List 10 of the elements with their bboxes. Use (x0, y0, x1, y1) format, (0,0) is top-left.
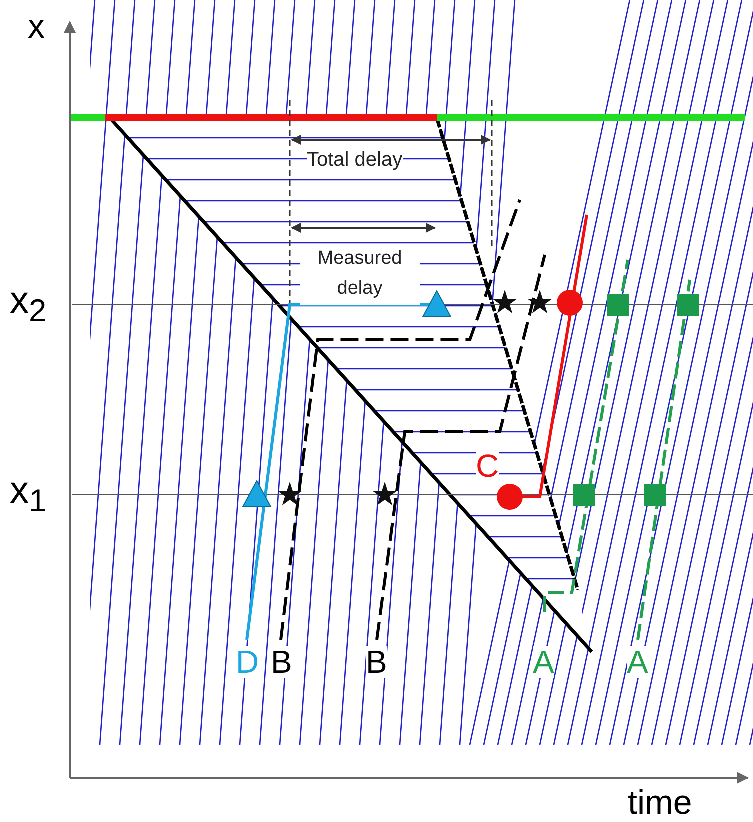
axis-label: x$_{1}$ (10, 472, 47, 518)
axis-label: x$_{2}$ (10, 282, 47, 328)
delay-label: Total delay (307, 150, 403, 170)
trajectory-label: B (366, 646, 388, 678)
axis-label: time (628, 786, 692, 820)
trajectory-label: D (236, 646, 260, 678)
trajectory-label: A (533, 646, 554, 678)
axis-label: x (28, 10, 45, 44)
trajectory-label: B (271, 646, 292, 678)
trajectory-label: A (627, 646, 648, 678)
